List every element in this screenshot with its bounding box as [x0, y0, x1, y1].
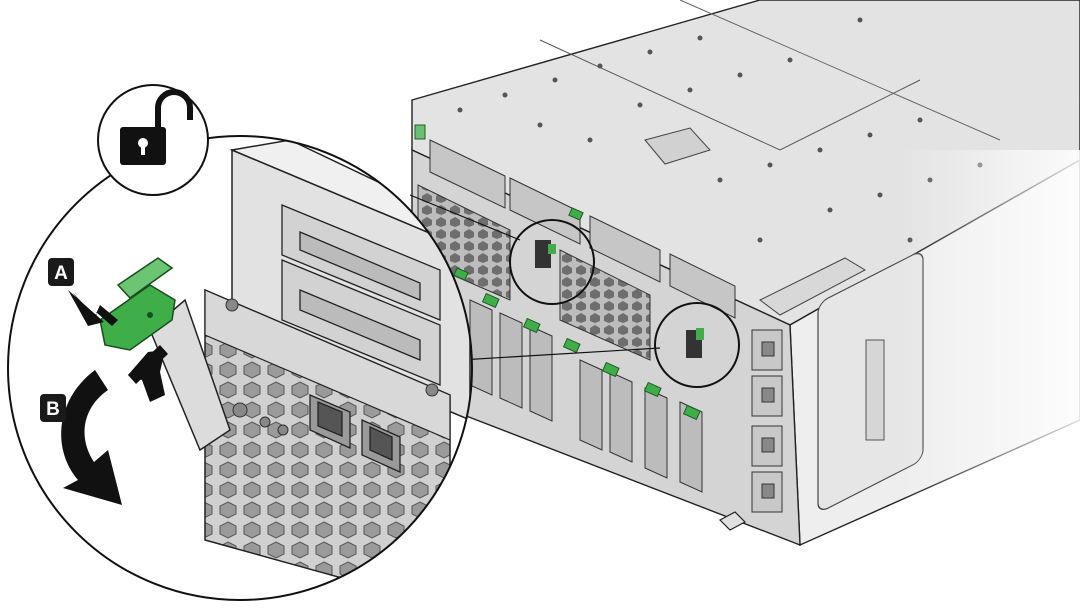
- callout-a-label: A: [54, 263, 68, 284]
- card-green-release-tabs: [414, 124, 701, 421]
- callout-b-label: B: [46, 399, 60, 420]
- chassis-top-seam: [539, 39, 921, 151]
- front-vent-mesh: [559, 249, 651, 361]
- chassis-top-rear-plate: [759, 257, 867, 316]
- unlocked-padlock-icon: [97, 84, 209, 196]
- server-chassis: [409, 0, 1080, 550]
- zoom-panel-screws: [225, 298, 439, 436]
- callout-a: A: [48, 258, 74, 286]
- zoom-drive-slots: [281, 204, 441, 386]
- push-arrow-b-upper: [128, 345, 168, 402]
- release-lever-latch: [99, 257, 176, 351]
- zoom-leader-line: [409, 194, 521, 241]
- zoom-leader-line: [459, 347, 661, 361]
- rotate-arrow-b: [61, 370, 122, 505]
- power-supply-units: [751, 329, 783, 513]
- push-arrow-a: [68, 290, 118, 326]
- pcie-card-slots: [469, 299, 703, 493]
- detail-locator-circle: [654, 302, 740, 388]
- chassis-pull-handle: [719, 511, 746, 531]
- side-panel-slot: [865, 339, 885, 441]
- zoom-io-strip: [204, 289, 451, 441]
- zoom-ethernet-ports: [309, 394, 401, 474]
- front-drive-bays: [429, 139, 736, 319]
- detail-locator-lever: [535, 240, 556, 268]
- side-panel-fade: [900, 150, 1080, 550]
- chassis-top-seam: [679, 0, 1001, 141]
- detail-locator-circle: [509, 219, 595, 305]
- chassis-top-label-plate: [644, 127, 711, 165]
- detail-locator-lever: [686, 328, 704, 358]
- zoom-circle-border: [7, 135, 473, 601]
- callout-b: B: [40, 394, 66, 422]
- zoom-detail-view: [7, 135, 473, 601]
- chassis-top-rivets: [457, 17, 983, 243]
